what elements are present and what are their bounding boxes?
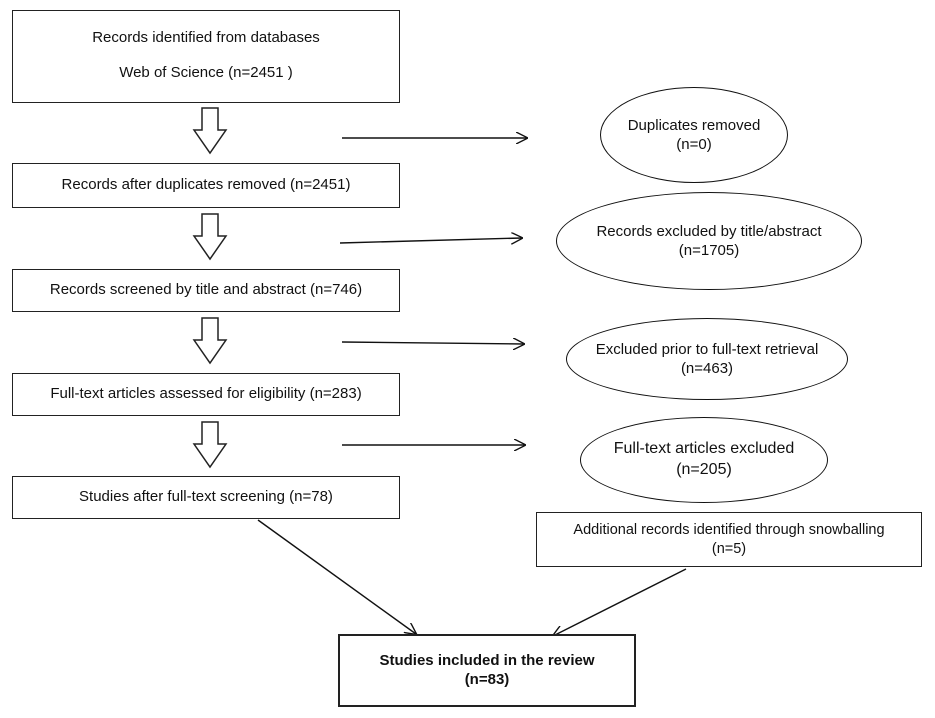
fulltext-excluded-count: (n=205) [676,461,732,478]
records-after-duplicates-box: Records after duplicates removed (n=2451… [12,163,400,208]
duplicates-removed-ellipse: Duplicates removed (n=0) [600,87,788,183]
fulltext-excluded-ellipse: Full-text articles excluded (n=205) [580,417,828,503]
duplicates-removed-text: Duplicates removed [627,116,761,134]
arrow-to-excluded-title [339,238,522,243]
down-arrow-2 [192,213,228,261]
snowballing-box: Additional records identified through sn… [536,512,922,567]
studies-included-box: Studies included in the review (n=83) [338,634,636,707]
records-after-duplicates-text: Records after duplicates removed (n=2451… [61,176,351,194]
studies-included-title: Studies included in the review [379,651,595,669]
down-arrow-4 [192,421,228,469]
studies-after-fulltext-box: Studies after full-text screening (n=78) [12,476,400,519]
records-identified-title: Records identified from databases [92,29,320,46]
studies-included-count: (n=83) [464,670,510,688]
fulltext-assessed-text: Full-text articles assessed for eligibil… [50,385,362,403]
snowballing-count: (n=5) [711,540,747,557]
fulltext-assessed-box: Full-text articles assessed for eligibil… [12,373,400,416]
excluded-title-abstract-ellipse: Records excluded by title/abstract (n=17… [556,192,862,290]
excluded-title-abstract-text: Records excluded by title/abstract [596,222,822,240]
records-identified-source: Web of Science (n=2451 ) [119,63,293,81]
snowballing-text: Additional records identified through sn… [573,522,885,539]
excluded-title-abstract-count: (n=1705) [678,242,740,259]
excluded-prior-retrieval-text: Excluded prior to full-text retrieval [595,340,819,358]
records-identified-box: Records identified from databases Web of… [12,10,400,103]
records-screened-text: Records screened by title and abstract (… [49,281,363,299]
down-arrow-1 [192,107,228,155]
records-screened-box: Records screened by title and abstract (… [12,269,400,312]
fulltext-excluded-text: Full-text articles excluded [613,440,795,458]
duplicates-removed-count: (n=0) [676,136,712,153]
excluded-prior-retrieval-count: (n=463) [680,360,734,377]
arrow-fulltext-to-included [257,519,416,634]
studies-after-fulltext-text: Studies after full-text screening (n=78) [79,488,333,506]
arrow-to-excluded-prior [341,342,524,344]
excluded-prior-retrieval-ellipse: Excluded prior to full-text retrieval (n… [566,318,848,400]
arrow-snowballing-to-included [553,568,687,636]
down-arrow-3 [192,317,228,365]
